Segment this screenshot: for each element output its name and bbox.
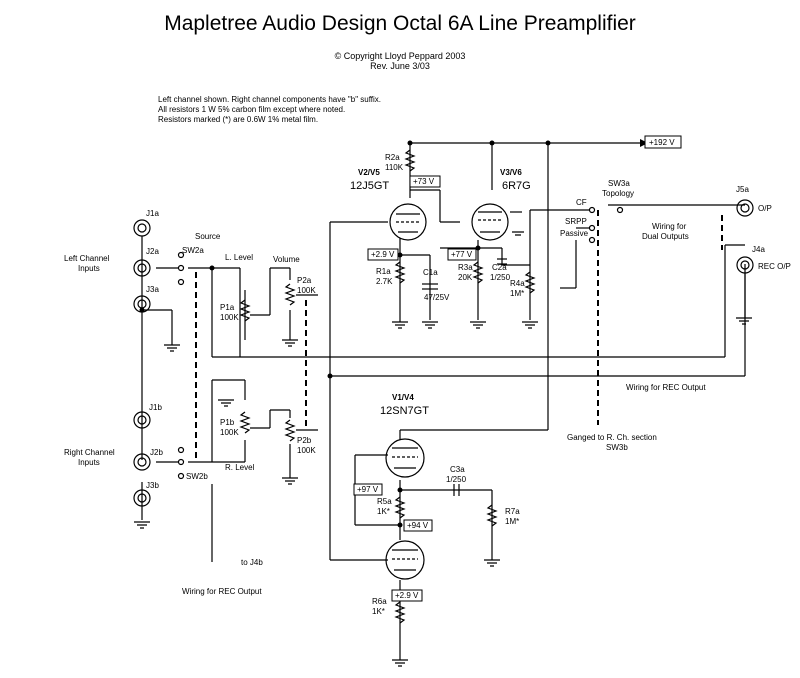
- v1-mid-voltage: +94 V: [407, 521, 429, 530]
- j5a-label: J5a: [736, 185, 749, 194]
- source-label: Source: [195, 232, 221, 241]
- v3-type: 6R7G: [502, 180, 531, 192]
- tube-v3: [471, 203, 509, 241]
- right-inputs-label-1: Right Channel: [64, 448, 115, 457]
- ground-symbols: [134, 231, 752, 667]
- resistors: [239, 149, 536, 624]
- c3a-value: 1/250: [446, 475, 467, 484]
- to-j4b-label: to J4b: [241, 558, 263, 567]
- v3-cathode-voltage: +77 V: [451, 250, 473, 259]
- sw2a-label: SW2a: [182, 246, 204, 255]
- v1-cathode-voltage: +2.9 V: [395, 591, 419, 600]
- j2b-label: J2b: [150, 448, 163, 457]
- j1a-label: J1a: [146, 209, 159, 218]
- c1a-value: 47/25V: [424, 293, 450, 302]
- left-inputs-label-1: Left Channel: [64, 254, 110, 263]
- voltage-boxes: [353, 135, 682, 602]
- r2a-value: 110K: [385, 163, 404, 172]
- r2a-ref: R2a: [385, 153, 400, 162]
- note-line-3: Resistors marked (*) are 0.6W 1% metal f…: [158, 115, 319, 124]
- left-inputs-label-2: Inputs: [78, 264, 100, 273]
- sw3a-label: SW3a: [608, 179, 630, 188]
- p2b-ref: P2b: [297, 436, 312, 445]
- topology-label: Topology: [602, 189, 634, 198]
- cf-label: CF: [576, 198, 587, 207]
- dual-outputs-label-2: Dual Outputs: [642, 232, 689, 241]
- ganged-label-2: SW3b: [606, 443, 628, 452]
- r6a-ref: R6a: [372, 597, 387, 606]
- v2-cathode-voltage: +2.9 V: [371, 250, 395, 259]
- j4a-label: J4a: [752, 245, 765, 254]
- v2-ref: V2/V5: [358, 168, 380, 177]
- r1a-value: 2.7K: [376, 277, 393, 286]
- rec-op-label: REC O/P: [758, 262, 791, 271]
- rec-wiring-label: Wiring for REC Output: [626, 383, 706, 392]
- p2a-ref: P2a: [297, 276, 312, 285]
- output-jacks: [736, 199, 754, 318]
- p1b-ref: P1b: [220, 418, 235, 427]
- v1-type: 12SN7GT: [380, 405, 429, 417]
- l-level-label: L. Level: [225, 253, 253, 262]
- input-jacks: [133, 219, 151, 507]
- dual-outputs-label-1: Wiring for: [652, 222, 687, 231]
- v1-ref: V1/V4: [392, 393, 414, 402]
- tube-v1-lower: [385, 540, 425, 580]
- v3-ref: V3/V6: [500, 168, 522, 177]
- j2a-label: J2a: [146, 247, 159, 256]
- c3a-ref: C3a: [450, 465, 465, 474]
- p2b-value: 100K: [297, 446, 316, 455]
- r4a-ref: R4a: [510, 279, 525, 288]
- v2-type: 12J5GT: [350, 180, 389, 192]
- r5a-value: 1K*: [377, 507, 390, 516]
- j3a-label: J3a: [146, 285, 159, 294]
- c2a-ref: C2a: [492, 263, 507, 272]
- note-line-1: Left channel shown. Right channel compon…: [158, 95, 382, 104]
- p1b-value: 100K: [220, 428, 239, 437]
- p1a-ref: P1a: [220, 303, 235, 312]
- rec-wiring-b-label: Wiring for REC Output: [182, 587, 262, 596]
- revision-line: Rev. June 3/03: [370, 61, 430, 71]
- r1a-ref: R1a: [376, 267, 391, 276]
- tube-v2: [389, 203, 427, 241]
- r5a-ref: R5a: [377, 497, 392, 506]
- copyright-line: © Copyright Lloyd Peppard 2003: [334, 51, 466, 61]
- p1a-value: 100K: [220, 313, 239, 322]
- r4a-value: 1M*: [510, 289, 524, 298]
- j1b-label: J1b: [149, 403, 162, 412]
- op-label: O/P: [758, 204, 772, 213]
- ganged-label-1: Ganged to R. Ch. section: [567, 433, 657, 442]
- c1a-ref: C1a: [423, 268, 438, 277]
- note-line-2: All resistors 1 W 5% carbon film except …: [158, 105, 346, 114]
- c2a-value: 1/250: [490, 273, 511, 282]
- supply-voltage: +192 V: [649, 138, 675, 147]
- v2-plate-voltage: +73 V: [413, 177, 435, 186]
- sw2b-label: SW2b: [186, 472, 208, 481]
- junctions: [139, 140, 551, 528]
- passive-label: Passive: [560, 229, 589, 238]
- r3a-ref: R3a: [458, 263, 473, 272]
- r6a-value: 1K*: [372, 607, 385, 616]
- r3a-value: 20K: [458, 273, 473, 282]
- v1-plate-voltage: +97 V: [357, 485, 379, 494]
- schematic-title: Mapletree Audio Design Octal 6A Line Pre…: [164, 12, 636, 35]
- right-inputs-label-2: Inputs: [78, 458, 100, 467]
- r-level-label: R. Level: [225, 463, 255, 472]
- tube-v1-upper: [385, 438, 425, 478]
- p2a-value: 100K: [297, 286, 316, 295]
- srpp-label: SRPP: [565, 217, 587, 226]
- volume-label: Volume: [273, 255, 300, 264]
- j3b-label: J3b: [146, 481, 159, 490]
- capacitors: [422, 258, 507, 496]
- switch-contacts: [177, 206, 624, 480]
- r7a-value: 1M*: [505, 517, 519, 526]
- r7a-ref: R7a: [505, 507, 520, 516]
